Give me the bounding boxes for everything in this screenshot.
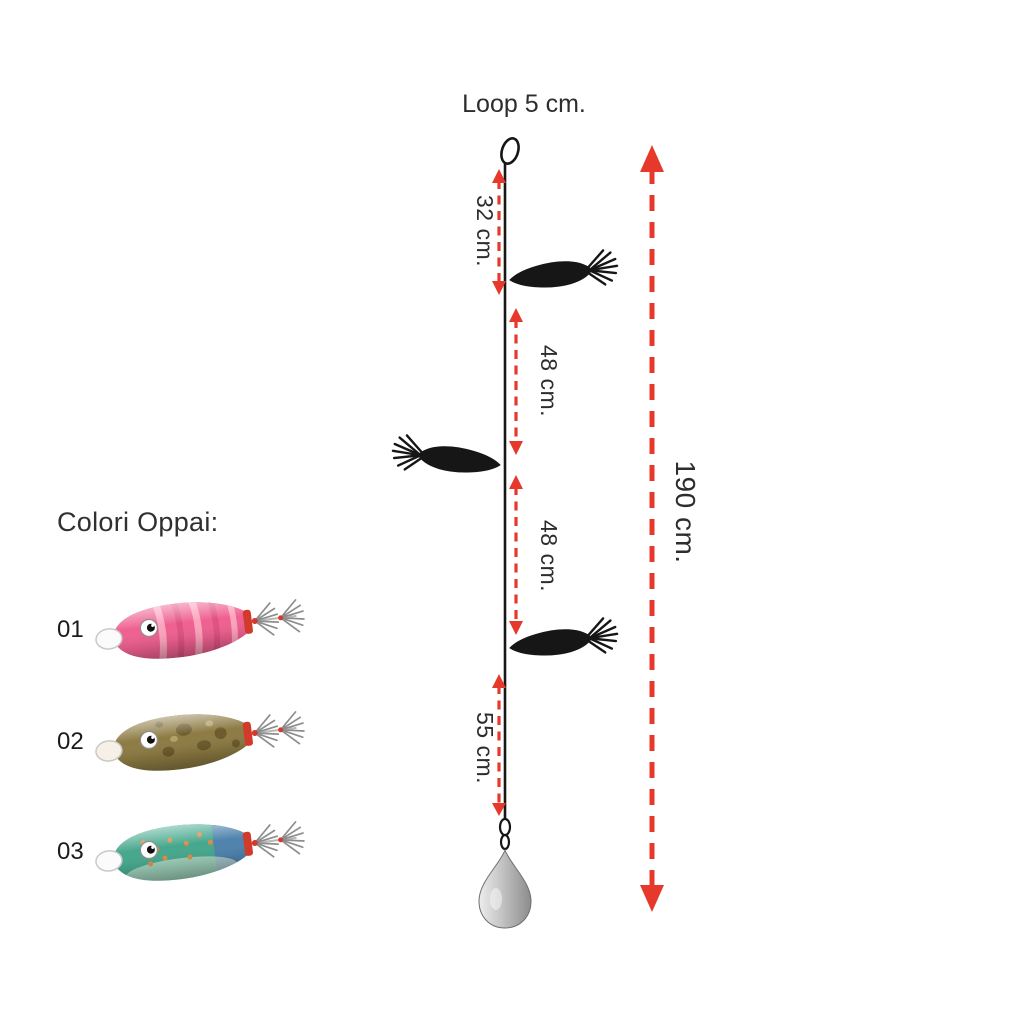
measure-arrow-segment-4 — [492, 674, 506, 816]
lure-pattern — [109, 706, 254, 778]
segment-length-label-2: 48 cm. — [536, 345, 562, 417]
lure-pattern — [109, 594, 254, 666]
lure-pink-01 — [95, 594, 307, 666]
segment-length-label-3: 48 cm. — [536, 520, 562, 592]
measure-arrow-segment-3 — [509, 475, 523, 635]
squid-jig-silhouette-3 — [506, 615, 621, 666]
color-number-03: 03 — [57, 838, 84, 865]
total-length-label: 190 cm. — [670, 460, 701, 563]
glow-tip — [95, 740, 123, 762]
color-number-02: 02 — [57, 728, 84, 755]
loop-length-label: Loop 5 cm. — [462, 90, 586, 118]
swivel — [498, 817, 512, 851]
lure-pattern — [109, 816, 254, 888]
segment-length-label-4: 55 cm. — [472, 712, 498, 784]
overall-measure-arrow — [640, 145, 664, 912]
segment-length-label-1: 32 cm. — [472, 195, 498, 267]
lure-brown-02 — [95, 706, 307, 778]
top-loop — [500, 137, 520, 165]
colors-panel-title: Colori Oppai: — [57, 507, 218, 537]
color-number-01: 01 — [57, 616, 84, 643]
lure-green-03 — [95, 816, 307, 888]
measure-arrow-segment-2 — [509, 308, 523, 455]
lure-eye — [139, 618, 158, 638]
glow-tip — [95, 850, 123, 872]
glow-tip — [95, 628, 123, 650]
squid-jig-silhouette-1 — [506, 247, 621, 298]
measure-arrow-segment-1 — [492, 169, 506, 295]
sinker-weight — [478, 848, 532, 929]
squid-jig-silhouette-2 — [389, 432, 504, 483]
lure-eye — [139, 730, 158, 750]
sinker-highlight — [490, 888, 502, 910]
lure-eye — [139, 840, 158, 860]
